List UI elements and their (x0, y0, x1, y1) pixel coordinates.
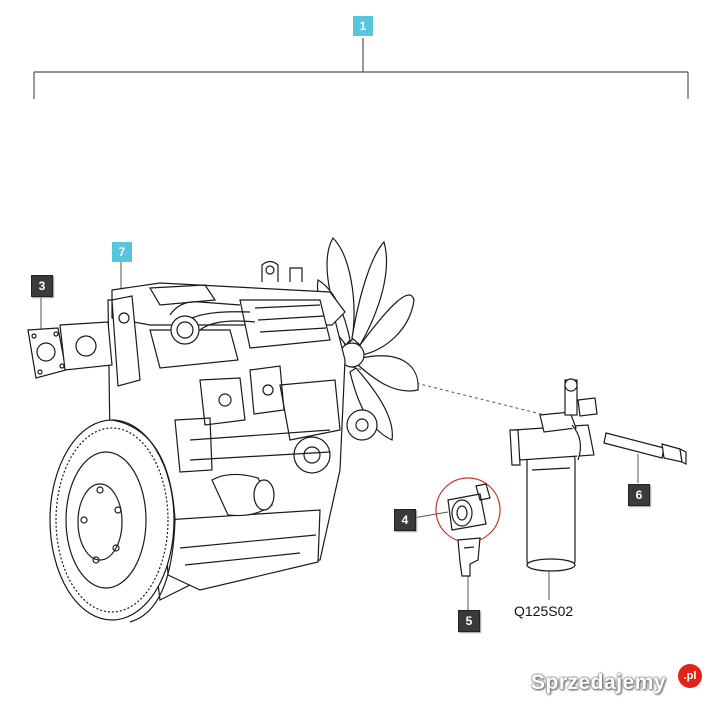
watermark-text: Sprzedajemy (531, 671, 667, 694)
watermark-badge: .pl (678, 664, 702, 688)
engine-illustration (49, 260, 378, 623)
clip-illustration (457, 537, 481, 577)
drawing-reference: Q125S02 (514, 603, 574, 619)
callout-7[interactable]: 7 (112, 242, 132, 262)
callout-6[interactable]: 6 (628, 484, 650, 506)
callout-4[interactable]: 4 (394, 509, 416, 531)
fuel-filter-illustration (509, 378, 598, 572)
callout-3[interactable]: 3 (31, 275, 53, 297)
sensor-illustration (435, 477, 501, 543)
bolt-illustration (603, 432, 687, 465)
callout-5[interactable]: 5 (458, 610, 480, 632)
gasket-illustration (27, 327, 67, 379)
callout-1[interactable]: 1 (353, 16, 373, 36)
assembly-bracket (33, 38, 689, 99)
